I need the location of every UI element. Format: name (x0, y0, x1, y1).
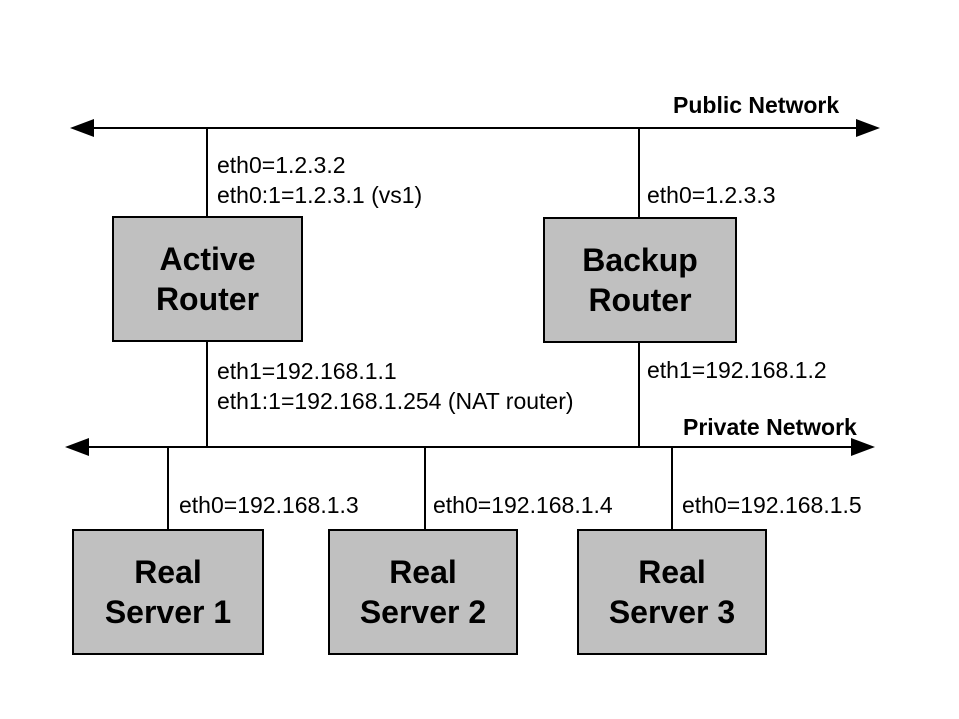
eth-label-line: eth0=192.168.1.4 (433, 492, 613, 518)
active-router-public-connector-line (206, 128, 208, 216)
eth-label-line: eth0=192.168.1.5 (682, 492, 862, 518)
eth-label-line: eth1=192.168.1.2 (647, 357, 827, 383)
real-server-3-eth0-label: eth0=192.168.1.5 (682, 490, 862, 520)
real-server-3-connector-line (671, 447, 673, 529)
eth-label-line: eth0=1.2.3.3 (647, 182, 776, 208)
public-network-left-arrow-icon (70, 119, 94, 137)
backup-router-label: Backup Router (582, 240, 698, 320)
node-label-line: Backup (582, 242, 698, 278)
private-network-line (83, 446, 851, 448)
private-network-label: Private Network (683, 414, 857, 440)
backup-router-private-connector-line (638, 342, 640, 447)
node-label-line: Real (638, 554, 706, 590)
eth-label-line: eth1=192.168.1.1 (217, 358, 397, 384)
node-label-line: Server 3 (608, 594, 736, 630)
node-label-line: Real (134, 554, 202, 590)
eth-label-line: eth1:1=192.168.1.254 (NAT router) (217, 388, 574, 414)
active-router-private-connector-line (206, 341, 208, 447)
real-server-3-label: Real Server 3 (609, 552, 735, 632)
backup-router-eth0-label: eth0=1.2.3.3 (647, 180, 776, 210)
eth-label-line: eth0=1.2.3.2 (217, 152, 346, 178)
node-label-line: Server 2 (359, 594, 487, 630)
eth-label-line: eth0=192.168.1.3 (179, 492, 359, 518)
real-server-1-connector-line (167, 447, 169, 529)
backup-router-eth1-label: eth1=192.168.1.2 (647, 355, 827, 385)
public-network-label: Public Network (673, 92, 840, 118)
node-label-line: Server 1 (104, 594, 232, 630)
node-label-line: Active (159, 241, 256, 277)
backup-router-public-connector-line (638, 128, 640, 217)
active-router-eth1-labels: eth1=192.168.1.1 eth1:1=192.168.1.254 (N… (217, 356, 574, 416)
real-server-2-label: Real Server 2 (360, 552, 486, 632)
real-server-3-box: Real Server 3 (577, 529, 767, 655)
private-network-left-arrow-icon (65, 438, 89, 456)
real-server-1-label: Real Server 1 (105, 552, 231, 632)
node-label-line: Router (155, 281, 260, 317)
node-label-line: Real (389, 554, 457, 590)
active-router-box: Active Router (112, 216, 303, 342)
active-router-label: Active Router (156, 239, 259, 319)
real-server-2-connector-line (424, 447, 426, 529)
real-server-2-box: Real Server 2 (328, 529, 518, 655)
public-network-right-arrow-icon (856, 119, 880, 137)
node-label-line: Router (588, 282, 692, 318)
real-server-1-box: Real Server 1 (72, 529, 264, 655)
real-server-2-eth0-label: eth0=192.168.1.4 (433, 490, 613, 520)
real-server-1-eth0-label: eth0=192.168.1.3 (179, 490, 359, 520)
backup-router-box: Backup Router (543, 217, 737, 343)
active-router-eth0-labels: eth0=1.2.3.2 eth0:1=1.2.3.1 (vs1) (217, 150, 422, 210)
eth-label-line: eth0:1=1.2.3.1 (vs1) (217, 182, 423, 208)
private-network-right-arrow-icon (851, 438, 875, 456)
public-network-line (88, 127, 858, 129)
